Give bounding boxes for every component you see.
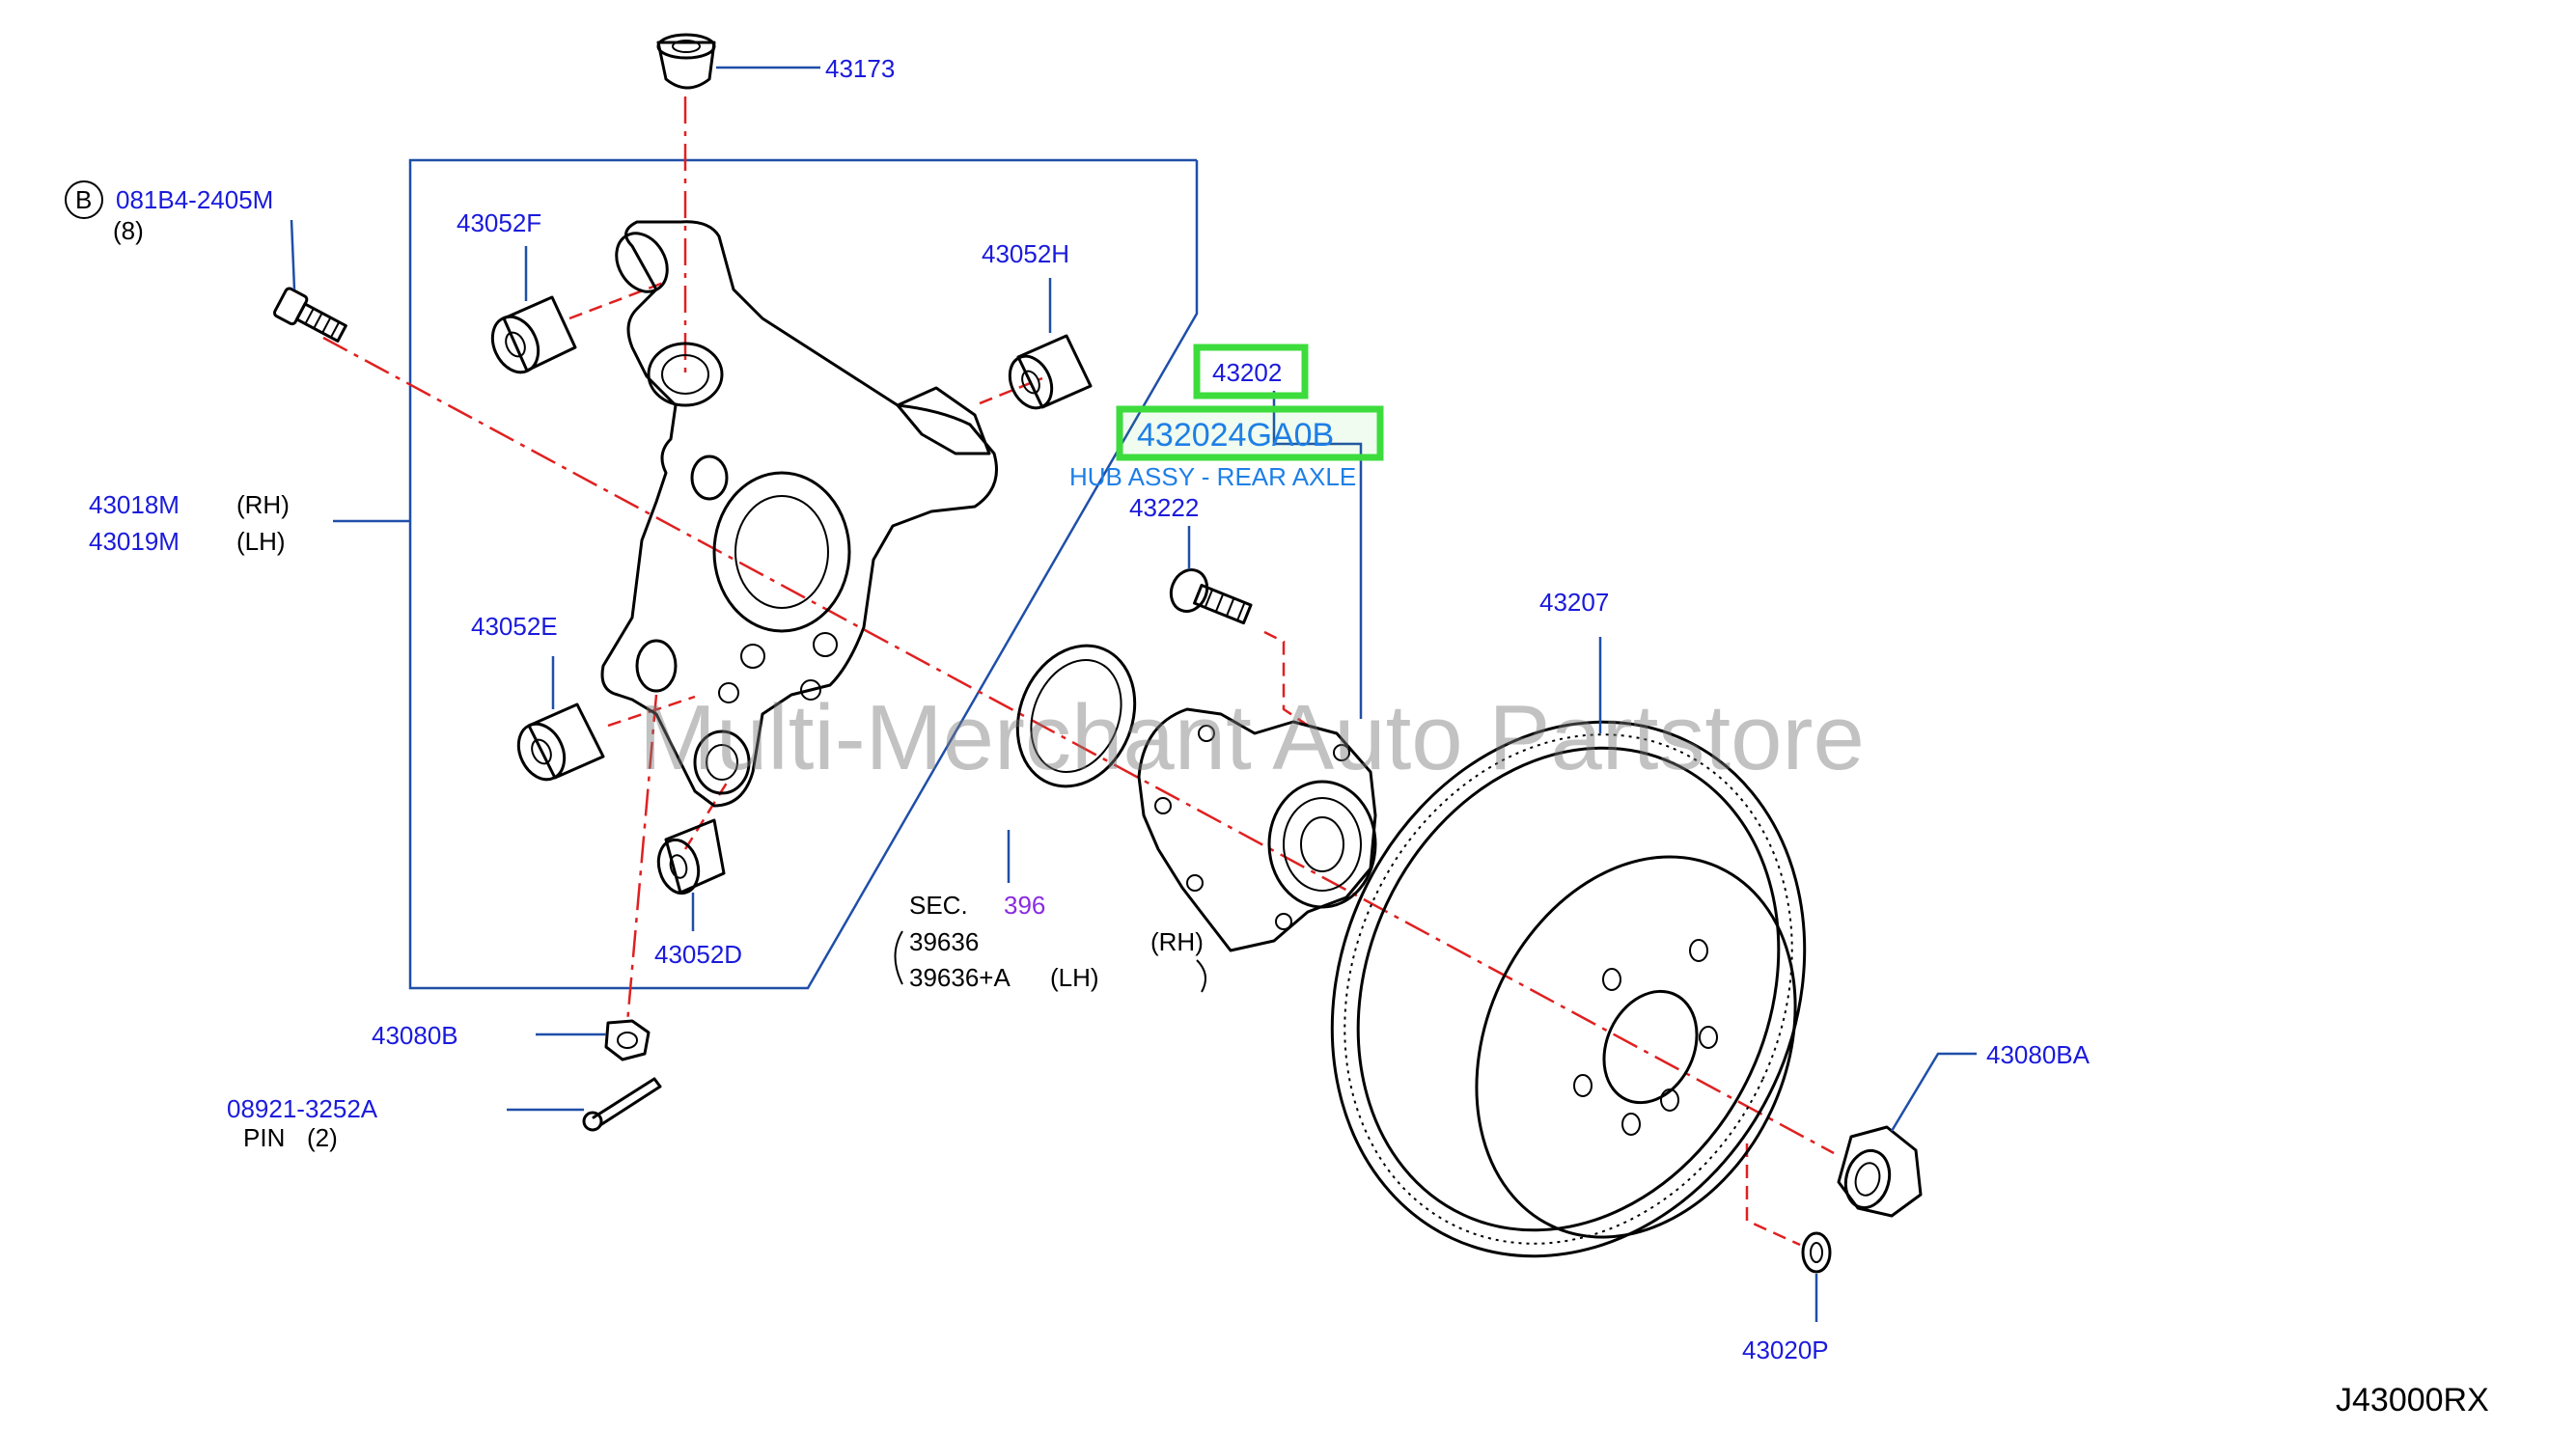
bushing-43052d: [656, 818, 726, 895]
label-39636a[interactable]: 39636+A: [909, 963, 1011, 992]
label-diagram-code: J43000RX: [2336, 1382, 2489, 1418]
leader-43202: [1272, 391, 1363, 719]
axis-lower-nut: [625, 694, 658, 1024]
label-43052h[interactable]: 43052H: [982, 239, 1069, 268]
axis-main: [322, 336, 1835, 1155]
highlight-43202[interactable]: [1193, 344, 1309, 399]
b-marker-circle: [65, 180, 103, 219]
hub-bolt-part: [1169, 568, 1253, 625]
knuckle-group-frame: [408, 158, 1199, 990]
label-081b4-qty: (8): [113, 216, 144, 245]
leader-43080ba: [1890, 1052, 1977, 1132]
label-43207[interactable]: 43207: [1539, 588, 1609, 617]
lower-nut-part: [604, 1019, 651, 1061]
label-43222[interactable]: 43222: [1129, 493, 1199, 522]
label-lh-knuckle: (LH): [236, 527, 286, 556]
highlight-432024ga0b[interactable]: [1116, 405, 1384, 461]
label-pin: PIN: [243, 1123, 285, 1152]
watermark-text: Multi-Merchant Auto Partstore: [639, 686, 1865, 789]
bracket-left: [894, 930, 903, 985]
bushing-43052f: [490, 295, 577, 374]
label-43202[interactable]: 43202: [1212, 358, 1282, 387]
cotter-pin-part: [582, 1077, 662, 1132]
label-43080b[interactable]: 43080B: [372, 1021, 458, 1050]
label-sec-396[interactable]: 396: [1004, 891, 1045, 920]
label-43173[interactable]: 43173: [825, 54, 895, 83]
label-39636[interactable]: 39636: [909, 927, 979, 956]
hub-assembly-part: [1137, 707, 1377, 952]
axis-bushing-h: [979, 376, 1043, 405]
label-lh-seal: (LH): [1050, 963, 1099, 992]
label-43018m[interactable]: 43018M: [89, 490, 180, 519]
bushing-43052h: [1008, 334, 1093, 410]
axis-hub-bolt: [1263, 630, 1314, 730]
hub-nut-part: [1837, 1125, 1923, 1218]
label-43080ba[interactable]: 43080BA: [1986, 1040, 2091, 1069]
label-rh-seal: (RH): [1150, 927, 1204, 956]
axis-disc-screw: [1745, 1143, 1801, 1247]
label-hub-description: HUB ASSY - REAR AXLE: [1069, 462, 1356, 491]
bushing-43052e: [516, 702, 605, 782]
label-08921-3252a[interactable]: 08921-3252A: [227, 1094, 378, 1123]
leader-081b4: [290, 219, 296, 290]
label-43052e[interactable]: 43052E: [471, 612, 558, 641]
label-081b4-2405m[interactable]: 081B4-2405M: [116, 185, 273, 214]
seal-ring-part: [1015, 644, 1137, 788]
label-432024ga0b[interactable]: 432024GA0B: [1137, 417, 1334, 454]
label-pin-qty: (2): [307, 1123, 338, 1152]
label-43019m[interactable]: 43019M: [89, 527, 180, 556]
axis-bushing-f: [568, 280, 667, 320]
label-rh-knuckle: (RH): [236, 490, 290, 519]
brake-disc-part: [1330, 720, 1807, 1258]
axis-bushing-d: [683, 779, 731, 850]
steering-knuckle-part: [600, 220, 998, 808]
label-sec: SEC.: [909, 891, 968, 920]
label-b-marker: B: [75, 185, 92, 214]
bump-stop-part: [656, 33, 716, 90]
label-43052f[interactable]: 43052F: [457, 208, 541, 237]
bracket-right: [1196, 959, 1206, 993]
label-43020p[interactable]: 43020P: [1742, 1336, 1829, 1364]
label-43052d[interactable]: 43052D: [654, 940, 742, 969]
disc-screw-part: [1801, 1231, 1832, 1274]
knuckle-bolt-part: [272, 287, 347, 343]
